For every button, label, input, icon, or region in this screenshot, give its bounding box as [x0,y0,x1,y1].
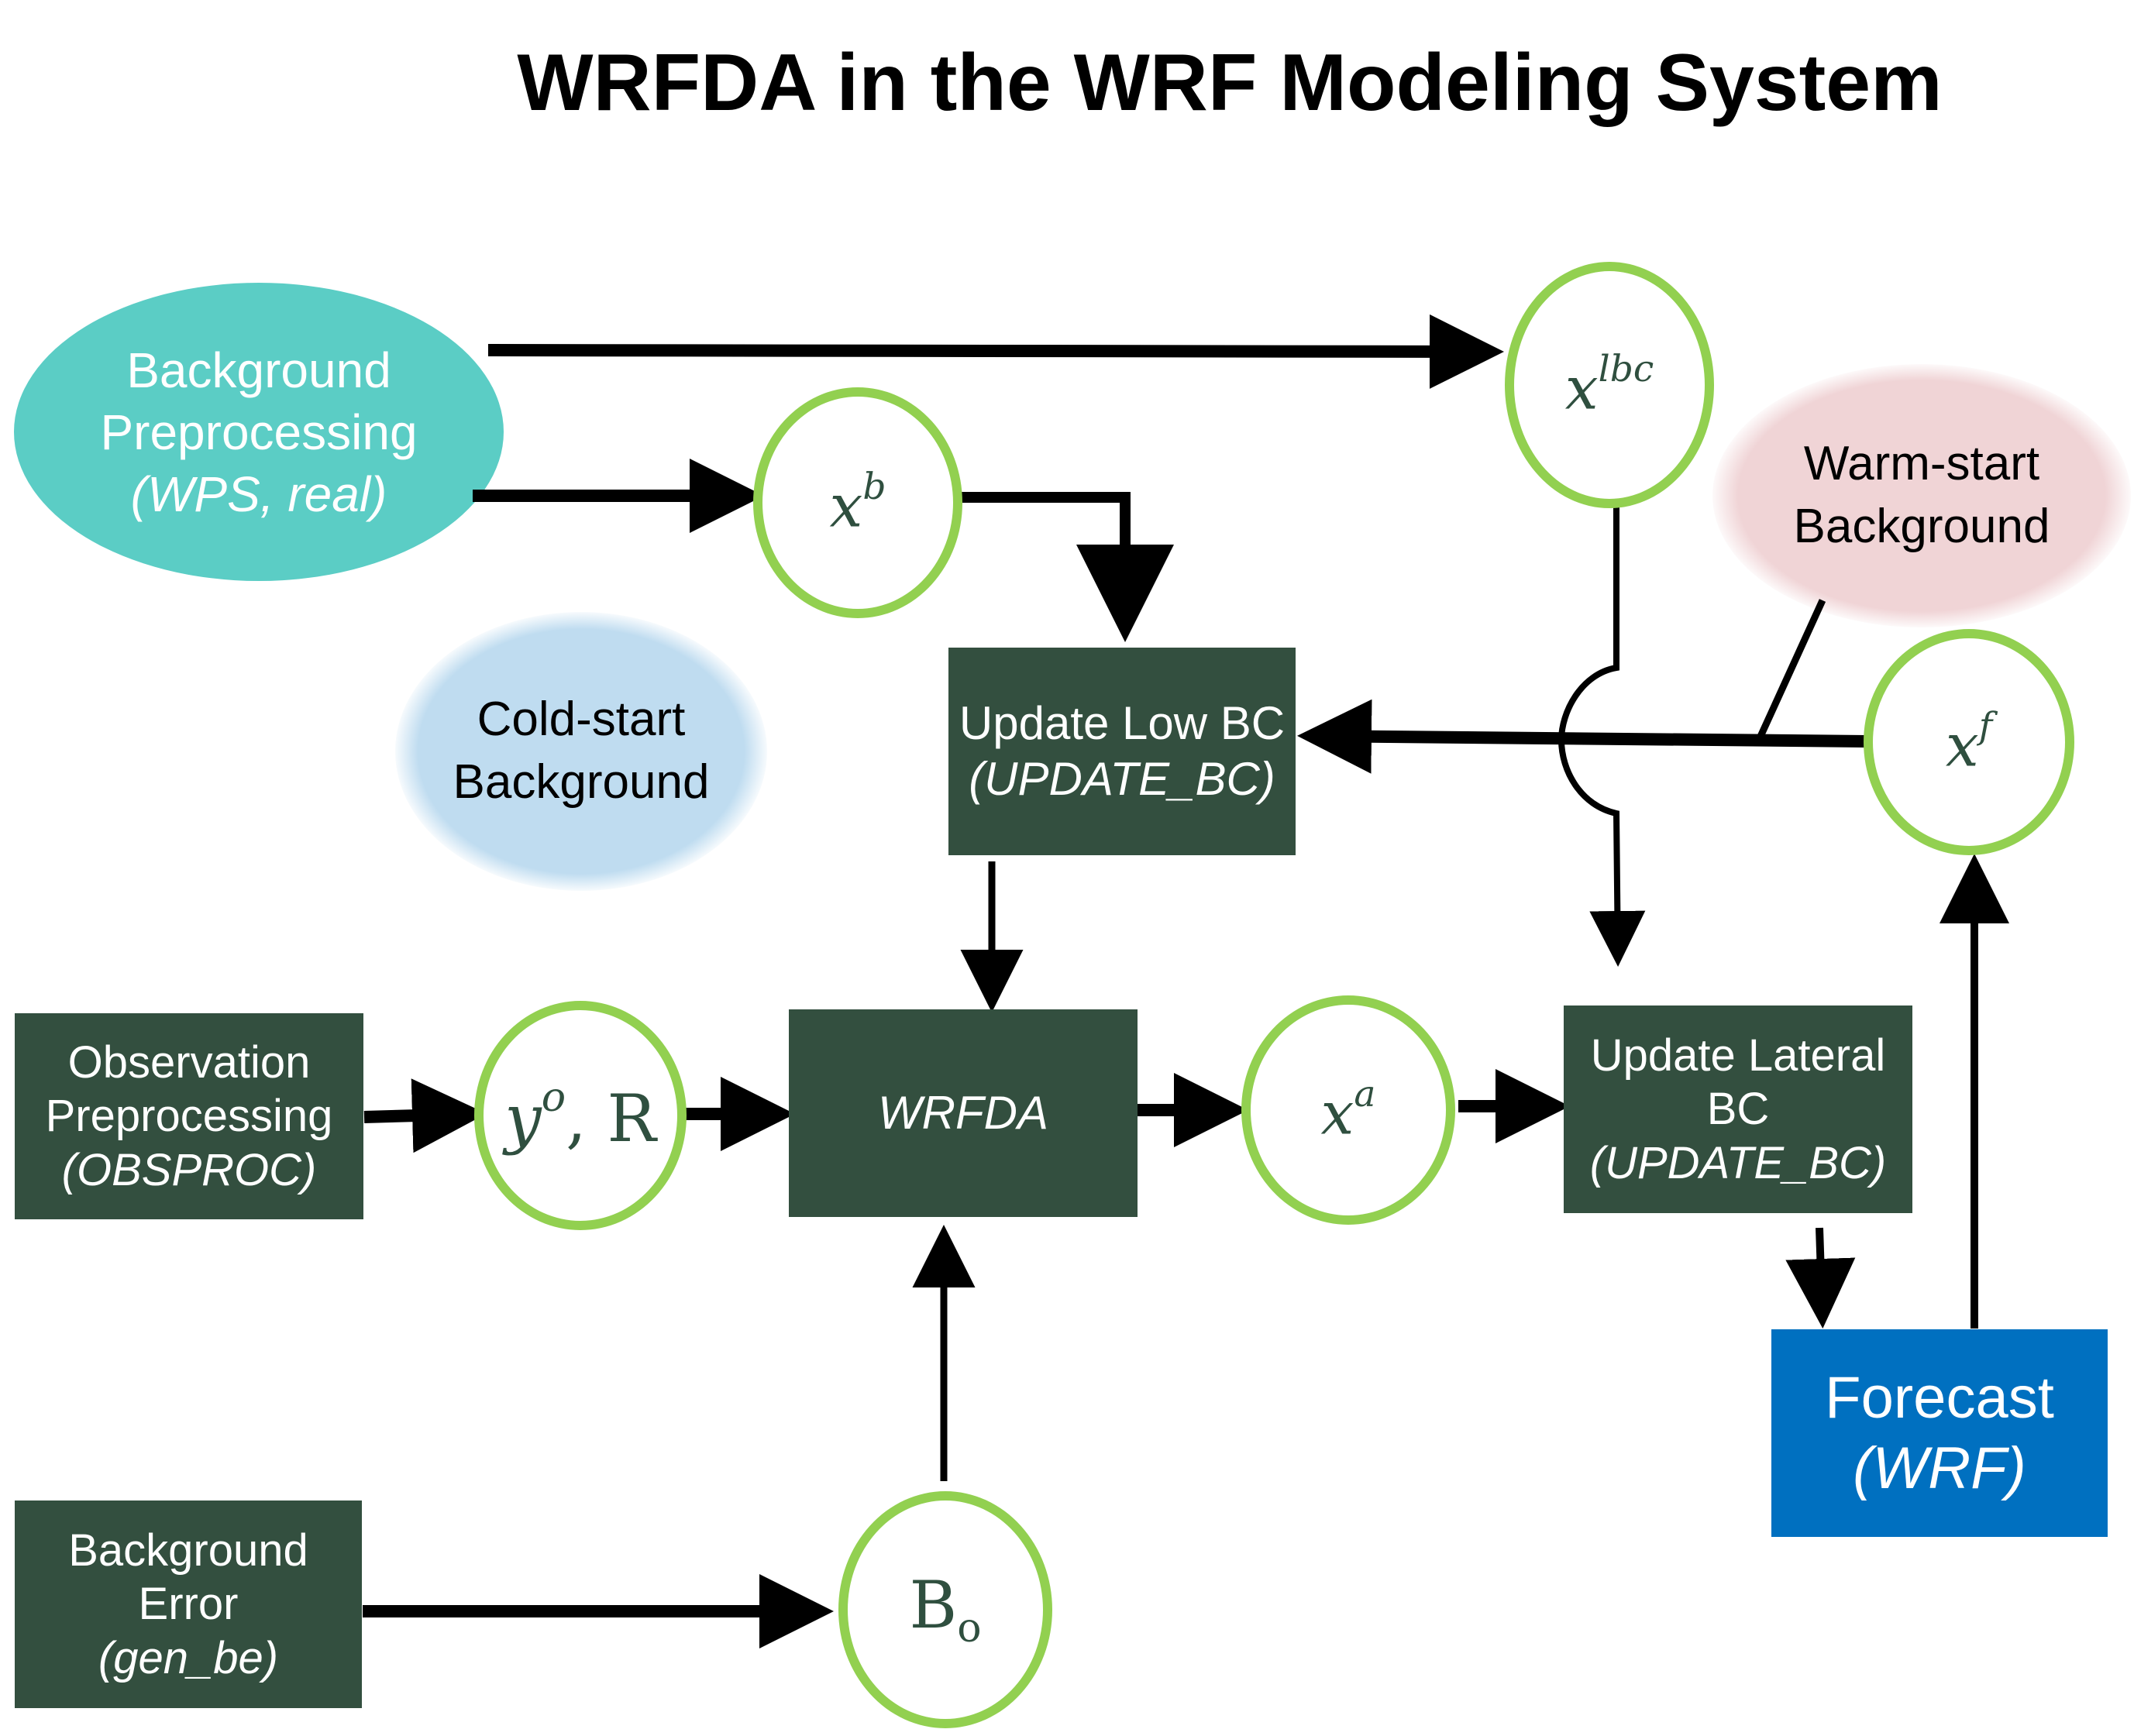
cold-start-line2: Background [453,755,710,809]
arrow-updatelateralbc-to-forecast [1785,1227,1856,1329]
state-x-lbc-base: x [1564,353,1599,423]
state-b-0-sub: o [957,1605,982,1652]
cold-start-line1: Cold-start [477,693,686,747]
observation-preprocessing-box: Observation Preprocessing (OBSPROC) [15,1013,363,1219]
arrow-xb-to-updatelowbc [961,492,1174,642]
update-lateral-bc-box: Update Lateral BC (UPDATE_BC) [1564,1006,1912,1213]
state-x-f-sup: f [1978,704,1993,748]
update-low-bc-box: Update Low BC (UPDATE_BC) [948,648,1296,855]
forecast-box: Forecast (WRF) [1771,1329,2108,1537]
state-x-f-base: x [1945,710,1979,780]
background-preprocessing-line3: (WPS, real) [130,466,387,522]
update-low-bc-line1: Update Low BC [959,697,1286,749]
state-x-lbc: xlbc [1505,262,1714,508]
update-lateral-bc-line1: Update Lateral [1590,1030,1886,1081]
update-lateral-bc-line3: (UPDATE_BC) [1589,1137,1887,1188]
cold-start-background-node: Cold-start Background [395,612,767,891]
arrow-xf-to-updatelowbc [1297,699,1868,774]
forecast-line2: (WRF) [1853,1435,2026,1501]
update-lateral-bc-line2: BC [1706,1084,1770,1135]
state-y-o-r-rest: , R [566,1081,656,1157]
background-error-line2: Error [138,1579,239,1630]
update-low-bc-line2: (UPDATE_BC) [969,753,1275,805]
state-x-b: xb [753,387,962,618]
state-y-o-r: yo, R [474,1001,687,1230]
observation-preprocessing-line2: Preprocessing [45,1091,333,1142]
background-error-line1: Background [68,1525,308,1576]
state-x-b-base: x [829,471,863,541]
state-x-lbc-sup: lbc [1598,347,1654,390]
background-preprocessing-line1: Background [126,342,391,398]
state-x-b-sup: b [862,465,886,508]
warm-start-line2: Background [1793,500,2050,553]
state-b-0-base: B [909,1567,958,1644]
warm-start-line1: Warm-start [1803,437,2040,491]
observation-preprocessing-line1: Observation [67,1036,311,1088]
arrow-obs-to-yor [363,1078,487,1153]
state-x-a-sup: a [1354,1072,1376,1116]
state-x-a-base: x [1320,1078,1354,1148]
background-preprocessing-line2: Preprocessing [100,404,418,460]
state-y-o-r-base: y [504,1081,542,1157]
observation-preprocessing-line3: (OBSPROC) [61,1144,317,1195]
wrfda-label: WRFDA [878,1087,1048,1139]
background-preprocessing-node: Background Preprocessing (WPS, real) [14,283,504,581]
diagram-title: WRFDA in the WRF Modeling System [517,38,1943,128]
warm-start-background-node: Warm-start Background [1712,364,2131,627]
forecast-line1: Forecast [1825,1364,2054,1431]
state-x-f: xf [1864,629,2074,855]
wrfda-box: WRFDA [789,1009,1138,1217]
line-warmstart-to-xf-link [1755,599,1826,741]
state-x-a: xa [1241,995,1455,1225]
arrow-xlbc-to-updatelateralbc [1557,507,1646,967]
state-y-o-r-sup: o [541,1074,566,1121]
background-error-line3: (gen_be) [98,1632,279,1683]
background-error-box: Background Error (gen_be) [15,1501,362,1708]
arrow-bgpre-to-xlbc [487,314,1504,389]
state-b-0: Bo [838,1491,1052,1728]
